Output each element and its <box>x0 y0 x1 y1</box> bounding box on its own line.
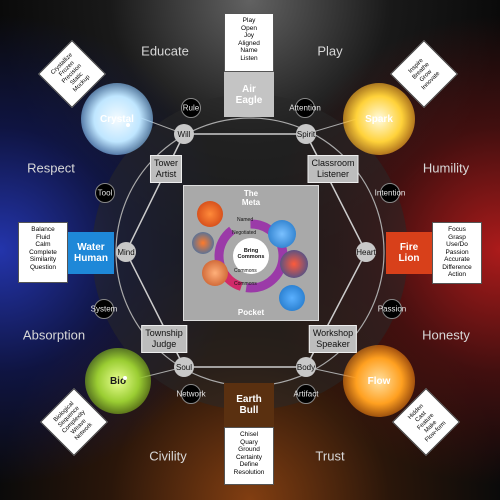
node-attention[interactable] <box>295 98 315 118</box>
node-system[interactable] <box>94 299 114 319</box>
meta-bubble[interactable] <box>279 285 305 311</box>
node-intention[interactable] <box>380 183 400 203</box>
label-respect: Respect <box>27 160 75 176</box>
node-body[interactable]: Body <box>296 357 316 377</box>
card-word: Resolution <box>233 468 265 476</box>
card-word: Difference <box>442 263 472 271</box>
node-system-label: System <box>90 304 118 314</box>
earth-card: Chisel Quary Ground Certainty Define Res… <box>224 427 274 485</box>
meta-title: The Meta <box>241 189 261 207</box>
fire-card: Focus Grasp Use/Do Passion Accurate Diff… <box>432 222 482 284</box>
meta-bubble[interactable] <box>192 232 214 254</box>
card-word: Aligned <box>238 39 260 47</box>
card-word: Define <box>239 461 259 468</box>
node-passion-label: Passion <box>377 304 407 314</box>
node-passion[interactable] <box>382 299 402 319</box>
node-tool-label: Tool <box>97 188 113 198</box>
meta-ring-label: Commons <box>234 281 257 287</box>
card-word: Focus <box>448 226 466 233</box>
air-eagle-tile[interactable]: Air Eagle <box>224 72 274 117</box>
node-mind[interactable]: Mind <box>116 242 136 262</box>
node-intention-label: Intention <box>374 188 406 198</box>
fire-lion-tile[interactable]: Fire Lion <box>386 232 432 274</box>
node-soul[interactable]: Soul <box>174 357 194 377</box>
meta-pocket-panel: The Meta Named Negotiated Commons Common… <box>183 185 319 321</box>
node-artifact-label: Artifact <box>293 389 319 399</box>
workshop-speaker-box[interactable]: Workshop Speaker <box>308 325 358 353</box>
bio-orb[interactable]: Bio <box>85 348 151 414</box>
crystal-orb[interactable]: Crystal <box>81 83 153 155</box>
card-word: Quary <box>240 438 258 446</box>
card-word: Complete <box>29 248 57 256</box>
label-humility: Humility <box>422 160 470 176</box>
card-word: Ground <box>238 446 260 453</box>
label-honesty: Honesty <box>422 327 470 343</box>
node-attention-label: Attention <box>289 103 321 113</box>
card-word: Grasp <box>448 233 466 241</box>
label-civility: Civility <box>149 448 187 464</box>
water-card: Balance Fluid Calm Complete Similarity Q… <box>18 222 68 283</box>
card-word: Similarity <box>29 256 57 263</box>
card-word: Fluid <box>35 233 51 241</box>
card-word: Joy <box>243 32 255 39</box>
card-word: Play <box>242 17 256 24</box>
node-will[interactable]: Will <box>174 124 194 144</box>
node-spirit[interactable]: Spirit <box>296 124 316 144</box>
meta-ring-label: Named <box>237 217 254 223</box>
township-judge-box[interactable]: Township Judge <box>141 325 187 353</box>
classroom-listener-box[interactable]: Classroom Listener <box>307 155 359 183</box>
meta-bubble[interactable] <box>280 250 308 278</box>
flow-orb[interactable]: Flow <box>343 345 415 417</box>
card-word: Question <box>29 263 57 271</box>
flow-label: Flow <box>367 375 391 387</box>
meta-bubble[interactable] <box>268 220 296 248</box>
label-educate: Educate <box>141 43 189 59</box>
node-artifact[interactable] <box>296 384 316 404</box>
card-word: Calm <box>35 241 51 248</box>
label-absorption: Absorption <box>22 327 86 343</box>
card-word: Open <box>241 24 257 32</box>
node-network[interactable] <box>181 384 201 404</box>
node-heart[interactable]: Heart <box>356 242 376 262</box>
meta-footer: Pocket <box>237 308 265 317</box>
earth-bull-tile[interactable]: Earth Bull <box>224 383 274 427</box>
meta-ring-label: Negotiated <box>232 230 257 236</box>
card-word: Certainty <box>235 453 262 461</box>
crystal-label: Crystal <box>100 113 134 125</box>
card-word: Accurate <box>444 256 470 263</box>
label-trust: Trust <box>315 448 345 464</box>
node-tool[interactable] <box>95 183 115 203</box>
air-card: Play Open Joy Aligned Name Listen <box>224 13 274 72</box>
card-word: Name <box>240 47 258 54</box>
card-word: Use/Do <box>446 241 468 248</box>
node-rule[interactable] <box>181 98 201 118</box>
meta-bubble[interactable] <box>202 260 228 286</box>
meta-center-label: Bring Commons <box>237 248 265 260</box>
card-word: Chisel <box>239 431 259 438</box>
card-word: Listen <box>240 54 258 62</box>
meta-ring-label: Commons <box>234 268 257 274</box>
node-network-label: Network <box>176 389 206 399</box>
card-word: Passion <box>445 248 469 256</box>
spark-orb[interactable]: Spark <box>343 83 415 155</box>
bio-label: Bio <box>109 375 127 387</box>
node-rule-label: Rule <box>182 103 200 113</box>
meta-bubble[interactable] <box>197 201 223 227</box>
tower-artist-box[interactable]: Tower Artist <box>149 155 183 183</box>
card-word: Balance <box>31 226 55 233</box>
water-human-tile[interactable]: Water Human <box>68 232 114 274</box>
label-play: Play <box>317 43 343 59</box>
card-word: Action <box>447 271 467 278</box>
spark-label: Spark <box>365 113 393 125</box>
